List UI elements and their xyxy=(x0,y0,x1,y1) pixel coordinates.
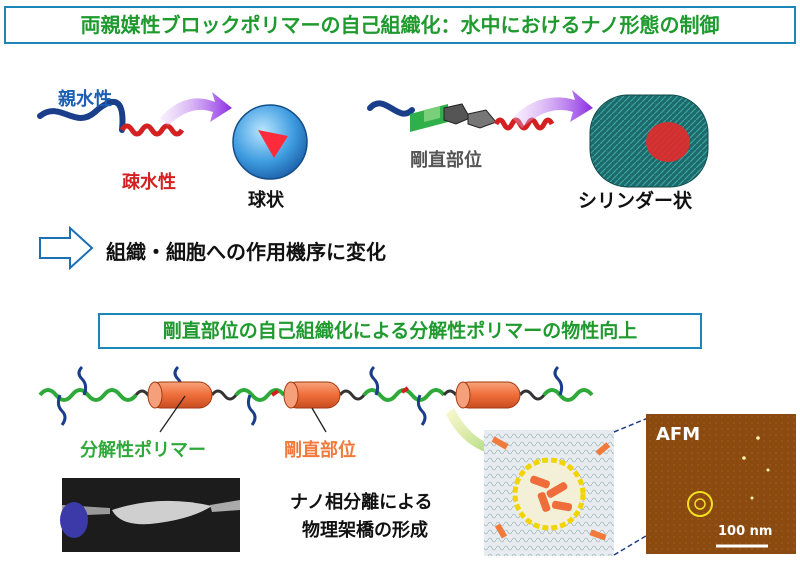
hydrophobic-chain-2 xyxy=(493,117,555,131)
rigid-cylinder-1 xyxy=(147,381,213,409)
rigid-cylinder-3 xyxy=(455,381,521,409)
mid-banner-title: 剛直部位の自己組織化による分解性ポリマーの物性向上 xyxy=(98,313,702,349)
rigid-cylinder-2 xyxy=(283,381,341,409)
afm-image xyxy=(646,414,796,554)
hydrophobic-chain xyxy=(119,123,185,137)
label-cylinder: シリンダー状 xyxy=(578,190,693,212)
result-arrow-icon xyxy=(39,225,94,271)
degradable-leader xyxy=(159,395,186,433)
label-rigid-top: 剛直部位 xyxy=(410,150,482,171)
top-banner-title: 両親媒性ブロックポリマーの自己組織化：水中におけるナノ形態の制御 xyxy=(4,6,796,44)
sphere-core xyxy=(258,130,288,158)
label-sphere: 球状 xyxy=(248,190,284,211)
label-hydrophilic: 親水性 xyxy=(58,89,112,110)
label-crosslink-1: ナノ相分離による xyxy=(290,492,433,513)
label-scale: 100 nm xyxy=(718,524,773,539)
film-photo xyxy=(60,478,240,552)
label-effect: 組織・細胞への作用機序に変化 xyxy=(106,240,386,264)
label-crosslink-2: 物理架橋の形成 xyxy=(302,520,428,541)
label-rigid-bottom: 剛直部位 xyxy=(284,440,356,461)
label-degradable: 分解性ポリマー xyxy=(80,440,206,461)
label-hydrophobic: 疎水性 xyxy=(122,172,176,193)
cylinder-micelle xyxy=(589,94,709,188)
label-afm: AFM xyxy=(656,424,701,445)
hydrophilic-chain xyxy=(37,99,126,133)
rigid-leader xyxy=(311,407,327,433)
sphere-arrow xyxy=(160,92,232,126)
rigid-segment-icon xyxy=(410,103,497,132)
nano-phase-image xyxy=(484,430,614,556)
hydrophilic-chain-2 xyxy=(367,100,415,117)
cylinder-arrow xyxy=(512,90,593,128)
